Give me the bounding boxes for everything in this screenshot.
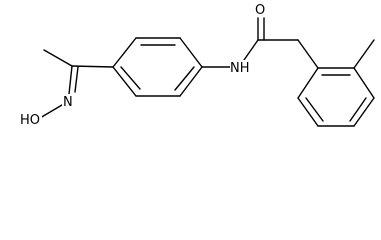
oxime-nitrogen-label: N <box>63 95 73 110</box>
ring1-inner-bond <box>120 66 141 90</box>
bond-lines <box>39 17 375 127</box>
bond-oxime-to-ring <box>71 65 114 68</box>
bond-oxime-double-b <box>74 66 79 93</box>
ring2-inner-bond <box>305 97 324 122</box>
bond-nh-to-carbonyl <box>243 39 259 61</box>
ring2-bond <box>297 97 319 127</box>
label-background <box>62 94 74 109</box>
ring1-inner-bond <box>174 66 195 91</box>
label-background <box>20 112 42 127</box>
amide-nitrogen-label: NH <box>230 61 250 76</box>
ring2-inner-bond <box>349 97 367 122</box>
bond-oxime-double-a <box>68 65 73 95</box>
ring2-bond <box>353 97 375 127</box>
ring1-bond <box>112 37 137 68</box>
chemical-structure: O NH N HO <box>20 2 375 128</box>
bond-methyl-oxime-carbon <box>43 49 73 67</box>
bond-n-o <box>39 104 63 119</box>
label-background <box>255 2 267 17</box>
atom-labels: O NH N HO <box>20 2 267 128</box>
carbonyl-oxygen-label: O <box>255 3 265 18</box>
bond-ch2-to-ring <box>297 39 319 69</box>
ring1-bond <box>179 66 203 97</box>
ring2-bond <box>297 67 319 99</box>
ring2-bond <box>353 67 375 99</box>
label-background <box>230 60 252 75</box>
ring1-bond <box>112 66 137 97</box>
ring1-bond <box>179 37 203 68</box>
bond-aryl-methyl <box>353 39 375 69</box>
hydroxyl-label: HO <box>20 113 40 128</box>
